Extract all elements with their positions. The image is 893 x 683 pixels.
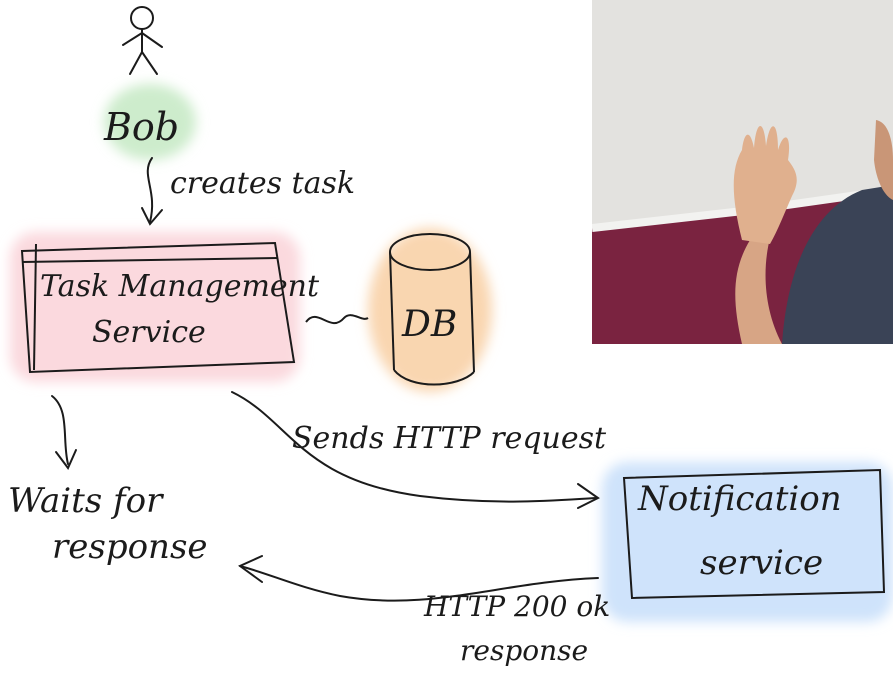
edge-creates-label: creates task — [170, 166, 355, 201]
notification-line2: service — [700, 543, 823, 583]
webcam-video — [592, 0, 893, 344]
sends-arrow-icon — [231, 391, 600, 509]
waits-line1: Waits for — [8, 481, 164, 521]
response-arrow-icon — [238, 555, 599, 602]
actor-name: Bob — [103, 105, 179, 149]
database-cylinder-icon — [389, 233, 475, 386]
task-service-line1: Task Management — [40, 269, 320, 304]
notification-highlight — [602, 462, 893, 622]
stick-figure-icon — [122, 6, 163, 75]
task-service-line2: Service — [92, 315, 206, 350]
task-service-highlight — [10, 232, 300, 382]
presenter-image — [592, 0, 893, 344]
waits-arrow-icon — [51, 395, 77, 470]
bob-highlight — [104, 84, 196, 160]
wavy-connector-icon — [305, 314, 369, 325]
notification-line1: Notification — [637, 479, 842, 519]
db-label: DB — [401, 304, 457, 345]
task-service-box — [20, 241, 296, 374]
waits-line2: response — [52, 527, 208, 567]
db-highlight — [368, 228, 492, 392]
notification-box — [622, 468, 886, 600]
edge-sends-label: Sends HTTP request — [292, 421, 607, 456]
creates-arrow-icon — [141, 157, 163, 226]
response-line2: response — [460, 634, 588, 667]
response-line1: HTTP 200 ok — [423, 590, 610, 623]
